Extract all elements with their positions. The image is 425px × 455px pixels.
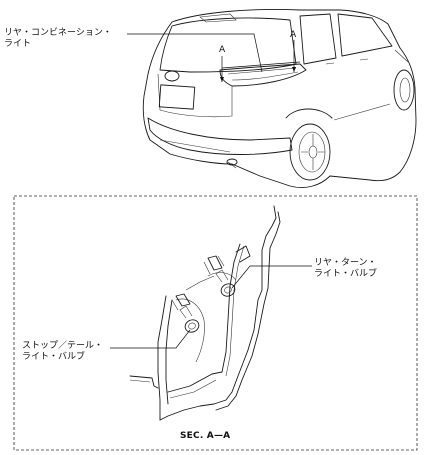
rear-turn-bulb-label-line2: ライト・バルブ [314,269,378,279]
section-marker-left: A [219,45,226,55]
car-rear-illustration [127,9,417,188]
rear-combination-light-label-line2: ライト [4,39,32,49]
rear-turn-bulb-label-line1: リヤ・ターン・ [314,258,377,268]
rear-combination-light-label-line1: リヤ・コンビネーション・ [4,28,112,38]
section-marker-right: A [290,30,297,40]
stop-tail-bulb-label-line1: ストップ／テール・ [22,341,104,351]
rear-combination-light-label: リヤ・コンビネーション・ ライト [4,28,112,50]
section-caption: SEC. A—A [180,431,231,441]
stop-tail-bulb-label-line2: ライト・バルブ [22,352,86,362]
rear-turn-bulb-label: リヤ・ターン・ ライト・バルブ [314,258,377,280]
stop-tail-bulb-label: ストップ／テール・ ライト・バルブ [22,341,103,363]
